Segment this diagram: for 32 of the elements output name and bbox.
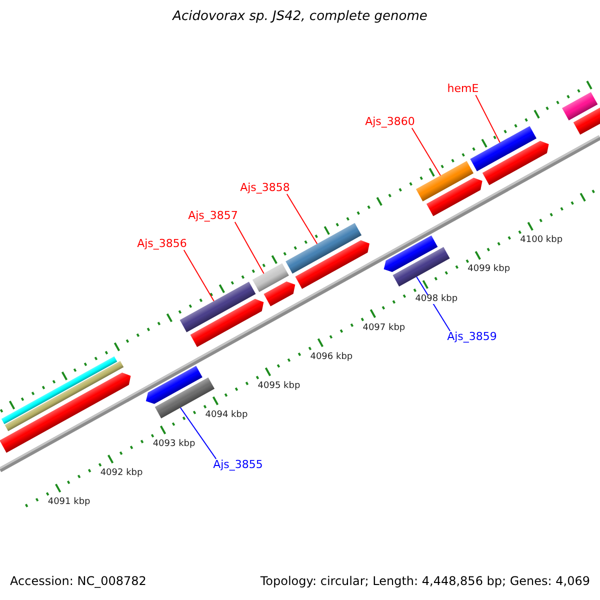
gene-bar bbox=[180, 282, 256, 332]
genome-info-text: Topology: circular; Length: 4,448,856 bp; Genes: 4,069 bbox=[260, 575, 590, 588]
leader-line bbox=[411, 128, 441, 176]
gene-bar bbox=[286, 223, 362, 274]
leader-line bbox=[286, 194, 318, 244]
gene-bar bbox=[392, 247, 450, 287]
scale-label: 4098 kbp bbox=[414, 294, 459, 304]
scale-label: 4096 kbp bbox=[309, 352, 354, 363]
gene-bar bbox=[416, 161, 474, 202]
gene-label: Ajs_3856 bbox=[137, 238, 187, 250]
leader-line bbox=[234, 222, 264, 274]
scale-label: 4092 kbp bbox=[99, 469, 144, 479]
gene-label: Ajs_3858 bbox=[240, 182, 290, 194]
gene-label: Ajs_3857 bbox=[188, 210, 238, 222]
gene-label: Ajs_3859 bbox=[447, 330, 497, 344]
scale-label: 4094 kbp bbox=[204, 410, 249, 421]
scale-label: 4095 kbp bbox=[256, 382, 302, 392]
scale-label: 4097 kbp bbox=[362, 324, 406, 334]
gene-label: Ajs_3855 bbox=[213, 458, 263, 472]
scale-label: 4099 kbp bbox=[466, 265, 512, 276]
leader-line bbox=[180, 407, 217, 460]
gene-label: Ajs_3860 bbox=[365, 116, 415, 128]
gene-bar bbox=[252, 263, 289, 292]
gene-label: hemE bbox=[447, 82, 479, 96]
accession-text: Accession: NC_008782 bbox=[10, 575, 146, 588]
scale-label: 4100 kbp bbox=[519, 236, 564, 246]
title: Acidovorax sp. JS42, complete genome bbox=[172, 10, 428, 24]
scale-label: 4091 kbp bbox=[46, 498, 92, 508]
gene-bar bbox=[470, 126, 536, 172]
scale-label: 4093 kbp bbox=[152, 440, 196, 450]
leader-line bbox=[475, 94, 500, 144]
leader-line bbox=[183, 250, 214, 302]
